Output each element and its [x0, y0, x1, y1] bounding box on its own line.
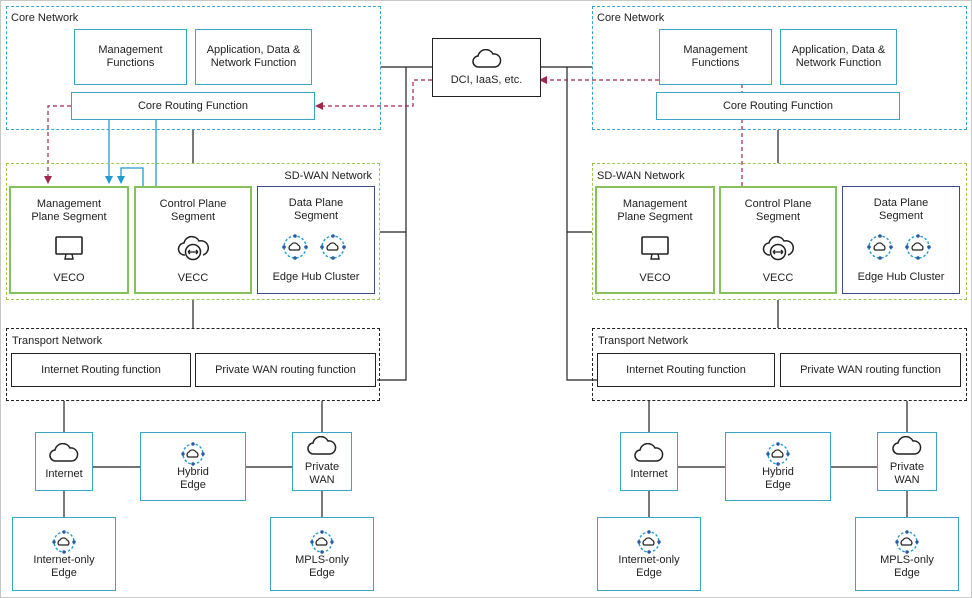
node-label: VECO	[639, 272, 671, 284]
node-label: Hybrid Edge	[177, 466, 209, 491]
edge-hub-icon	[281, 231, 351, 263]
sdwan-network-region-left: SD-WAN Network	[6, 163, 380, 300]
controller-cloud-icon	[761, 232, 795, 264]
management-functions-box-right: Management Functions	[659, 29, 772, 85]
region-label: Core Network	[597, 12, 665, 24]
region-label: Core Network	[11, 12, 79, 24]
cloud-icon	[892, 436, 922, 458]
region-label: SD-WAN Network	[597, 170, 685, 182]
node-label: VECO	[53, 272, 85, 284]
region-label: Transport Network	[598, 335, 689, 347]
node-label: Internet-only Edge	[618, 553, 680, 579]
sdwan-network-region-right: SD-WAN Network	[592, 163, 967, 300]
segment-label: Control Plane Segment	[744, 198, 812, 223]
internet-only-edge-left: Internet-only Edge	[12, 517, 116, 591]
region-label: SD-WAN Network	[284, 170, 372, 182]
internet-routing-function-right: Internet Routing function	[597, 353, 775, 387]
box-label: Private WAN routing function	[215, 363, 356, 376]
management-plane-segment-right: Management Plane Segment VECO	[595, 186, 715, 294]
node-label: Edge Hub Cluster	[857, 271, 945, 283]
cloud-icon	[49, 442, 79, 465]
node-label: Hybrid Edge	[762, 466, 794, 491]
node-label: MPLS-only Edge	[295, 553, 349, 579]
mpls-only-edge-right: MPLS-only Edge	[855, 517, 959, 591]
segment-label: Management Plane Segment	[617, 198, 693, 223]
edge-hub-icon	[765, 441, 791, 466]
data-plane-segment-left: Data Plane Segment Edge Hub Cluster	[257, 186, 375, 294]
core-routing-function-box-right: Core Routing Function	[656, 92, 900, 120]
segment-label: Data Plane Segment	[873, 197, 929, 222]
segment-label: Control Plane Segment	[159, 198, 227, 223]
node-label: MPLS-only Edge	[880, 553, 934, 579]
cloud-icon	[471, 48, 502, 71]
monitor-icon	[55, 232, 83, 264]
box-label: Application, Data & Network Function	[791, 44, 886, 69]
box-label: Internet Routing function	[626, 363, 746, 376]
box-label: Core Routing Function	[137, 99, 249, 112]
control-plane-segment-left: Control Plane Segment VECC	[134, 186, 252, 294]
private-wan-routing-function-left: Private WAN routing function	[195, 353, 376, 387]
application-function-box-right: Application, Data & Network Function	[780, 29, 897, 85]
private-wan-routing-function-right: Private WAN routing function	[780, 353, 961, 387]
edge-hub-icon	[894, 529, 920, 554]
node-label: VECC	[177, 272, 209, 284]
private-wan-node-left: Private WAN	[292, 432, 352, 491]
segment-label: Management Plane Segment	[31, 198, 107, 223]
control-plane-segment-right: Control Plane Segment VECC	[719, 186, 837, 294]
transport-network-region-left: Transport Network	[6, 328, 380, 401]
controller-cloud-icon	[176, 232, 210, 264]
node-label: VECC	[762, 272, 794, 284]
box-label: Application, Data & Network Function	[206, 44, 301, 69]
node-label: Private WAN	[304, 461, 340, 486]
dci-iaas-box: DCI, IaaS, etc.	[432, 38, 541, 97]
box-label: Management Functions	[683, 44, 748, 69]
node-label: Private WAN	[889, 461, 925, 486]
hybrid-edge-node-left: Hybrid Edge	[140, 432, 246, 501]
region-label: Transport Network	[12, 335, 103, 347]
edge-hub-icon	[866, 231, 936, 263]
monitor-icon	[641, 232, 669, 264]
application-function-box-left: Application, Data & Network Function	[195, 29, 312, 85]
management-functions-box-left: Management Functions	[74, 29, 187, 85]
edge-hub-icon	[309, 529, 335, 554]
internet-node-right: Internet	[620, 432, 678, 491]
node-label: Internet-only Edge	[33, 553, 95, 579]
core-network-region-right: Core Network	[592, 6, 967, 130]
management-plane-segment-left: Management Plane Segment VECO	[9, 186, 129, 294]
box-label: Private WAN routing function	[800, 363, 941, 376]
internet-only-edge-right: Internet-only Edge	[597, 517, 701, 591]
hybrid-edge-node-right: Hybrid Edge	[725, 432, 831, 501]
cloud-icon	[307, 436, 337, 458]
core-network-region-left: Core Network	[6, 6, 381, 130]
mpls-only-edge-left: MPLS-only Edge	[270, 517, 374, 591]
node-label: Edge Hub Cluster	[272, 271, 360, 283]
internet-routing-function-left: Internet Routing function	[11, 353, 191, 387]
node-label: Internet	[45, 467, 83, 480]
box-label: DCI, IaaS, etc.	[450, 73, 523, 86]
transport-network-region-right: Transport Network	[592, 328, 967, 401]
box-label: Management Functions	[98, 44, 163, 69]
node-label: Internet	[630, 467, 668, 480]
cloud-icon	[634, 442, 664, 465]
private-wan-node-right: Private WAN	[877, 432, 937, 491]
segment-label: Data Plane Segment	[288, 197, 344, 222]
box-label: Internet Routing function	[41, 363, 161, 376]
internet-node-left: Internet	[35, 432, 93, 491]
data-plane-segment-right: Data Plane Segment Edge Hub Cluster	[842, 186, 960, 294]
edge-hub-icon	[180, 441, 206, 466]
box-label: Core Routing Function	[722, 99, 834, 112]
edge-hub-icon	[636, 529, 662, 554]
core-routing-function-box-left: Core Routing Function	[71, 92, 315, 120]
edge-hub-icon	[51, 529, 77, 554]
